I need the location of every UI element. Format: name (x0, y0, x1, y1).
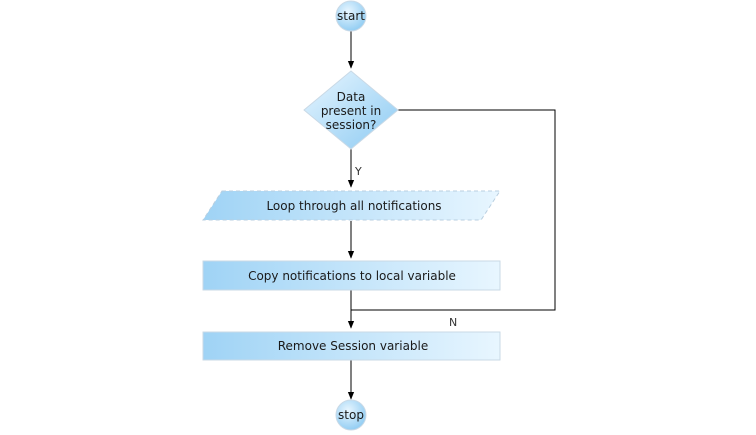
edge-label-yes: Y (354, 165, 362, 178)
copy-node: Copy notifications to local variable (202, 260, 501, 291)
start-label: start (337, 9, 365, 23)
stop-node: stop (335, 399, 367, 431)
decision-label-line-2: present in (321, 104, 381, 118)
loop-node: Loop through all notifications (202, 190, 501, 221)
decision-label-line-3: session? (326, 118, 377, 132)
copy-label: Copy notifications to local variable (248, 269, 456, 283)
edge-label-no: N (449, 316, 457, 329)
start-node: start (335, 0, 367, 32)
decision-label-line-1: Data (337, 90, 366, 104)
remove-node: Remove Session variable (202, 331, 501, 361)
connector-decision-no-branch (351, 109, 556, 311)
loop-label: Loop through all notifications (266, 199, 441, 213)
remove-label: Remove Session variable (278, 339, 429, 353)
stop-label: stop (338, 408, 364, 422)
decision-node: Data present in session? (303, 70, 399, 150)
